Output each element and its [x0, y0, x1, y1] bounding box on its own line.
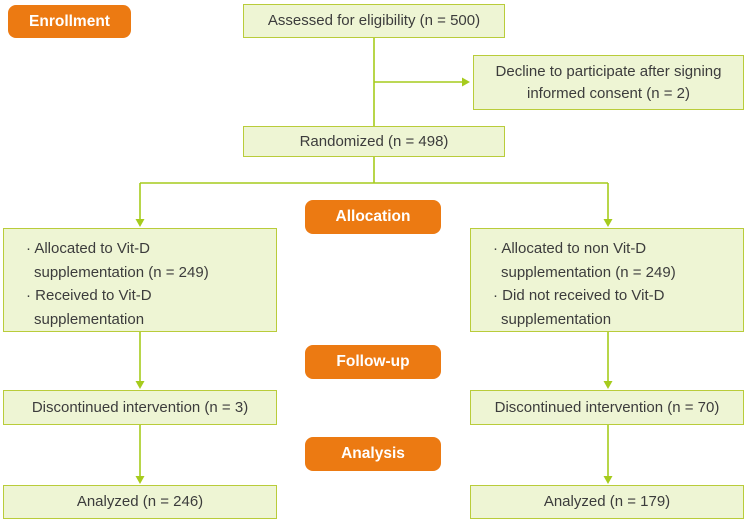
followup-badge: Follow-up [305, 345, 441, 379]
alloc-left-line-2: supplementation (n = 249) [34, 263, 209, 281]
analysis-badge: Analysis [305, 437, 441, 471]
alloc-right-line-3: · Did not received to Vit-D [493, 287, 665, 304]
assessed-eligibility-box: Assessed for eligibility (n = 500) [243, 4, 505, 38]
alloc-right-line-4: supplementation [501, 310, 612, 328]
alloc-right-line-1: · Allocated to non Vit-D [493, 240, 647, 257]
allocation-badge: Allocation [305, 200, 441, 234]
decline-line-2: informed consent (n = 2) [526, 84, 690, 102]
discontinued-left-box: Discontinued intervention (n = 3) [3, 390, 277, 425]
discontinued-right-box: Discontinued intervention (n = 70) [470, 390, 744, 425]
connector-randomized-split [140, 157, 608, 184]
alloc-left-line-3: · Received to Vit-D [26, 287, 152, 304]
alloc-left-line-1: · Allocated to Vit-D [26, 240, 150, 257]
analyzed-right-box: Analyzed (n = 179) [470, 485, 744, 519]
analyzed-left-box: Analyzed (n = 246) [3, 485, 277, 519]
allocation-non-vitd-box: · Allocated to non Vit-D supplementation… [470, 228, 744, 332]
alloc-left-line-4: supplementation [34, 310, 145, 328]
decline-box: Decline to participate after signing inf… [473, 55, 744, 110]
enrollment-badge: Enrollment [8, 5, 131, 38]
randomized-box: Randomized (n = 498) [243, 126, 505, 157]
alloc-right-line-2: supplementation (n = 249) [501, 263, 676, 281]
allocation-vitd-box: · Allocated to Vit-D supplementation (n … [3, 228, 277, 332]
decline-line-1: Decline to participate after signing [495, 62, 722, 80]
